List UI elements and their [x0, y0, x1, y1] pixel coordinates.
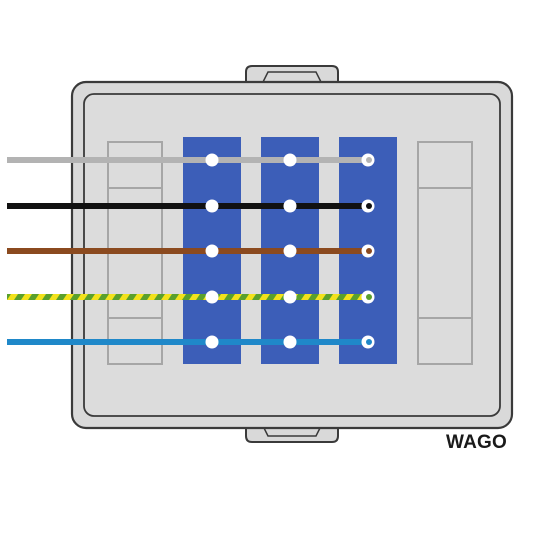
clamp-hole [283, 199, 297, 213]
clamp-hole [283, 244, 297, 258]
clamp-hole [205, 153, 219, 167]
clamp-hole [283, 153, 297, 167]
green-yellow-wire-stripe [259, 294, 270, 300]
green-yellow-wire-stripe [21, 294, 32, 300]
clamp-hole [205, 290, 219, 304]
green-yellow-wire-stripe [77, 294, 88, 300]
green-yellow-wire-end [366, 294, 372, 300]
green-yellow-wire-stripe [147, 294, 158, 300]
green-yellow-wire-stripe [7, 294, 18, 300]
grey-wire-end [366, 157, 372, 163]
blue-wire-end [366, 339, 372, 345]
right-slot [417, 141, 473, 365]
green-yellow-wire-stripe [231, 294, 242, 300]
green-yellow-wire-stripe [189, 294, 200, 300]
black-wire-end [366, 203, 372, 209]
green-yellow-wire-stripe [343, 294, 354, 300]
clamp-hole [205, 199, 219, 213]
green-yellow-wire-stripe [301, 294, 312, 300]
brown-wire-end [366, 248, 372, 254]
green-yellow-wire-stripe [175, 294, 186, 300]
green-yellow-wire-stripe [161, 294, 172, 300]
green-yellow-wire-stripe [63, 294, 74, 300]
brand-logo-text: WAGO [446, 432, 507, 453]
green-yellow-wire-stripe [105, 294, 116, 300]
green-yellow-wire-stripe [49, 294, 60, 300]
green-yellow-wire-stripe [91, 294, 102, 300]
green-yellow-wire-stripe [119, 294, 130, 300]
top-latch [245, 65, 339, 85]
green-yellow-wire-stripe [315, 294, 326, 300]
green-yellow-wire [7, 294, 369, 300]
green-yellow-wire-stripe [217, 294, 228, 300]
clamp-hole [283, 290, 297, 304]
green-yellow-wire-stripe [329, 294, 340, 300]
clamp-hole [205, 244, 219, 258]
clamp-holes [205, 153, 375, 349]
wires [7, 157, 369, 345]
clamp-hole [283, 335, 297, 349]
green-yellow-wire-stripe [245, 294, 256, 300]
green-yellow-wire-stripe [273, 294, 284, 300]
green-yellow-wire-stripe [35, 294, 46, 300]
green-yellow-wire-stripe [133, 294, 144, 300]
clamp-hole [205, 335, 219, 349]
